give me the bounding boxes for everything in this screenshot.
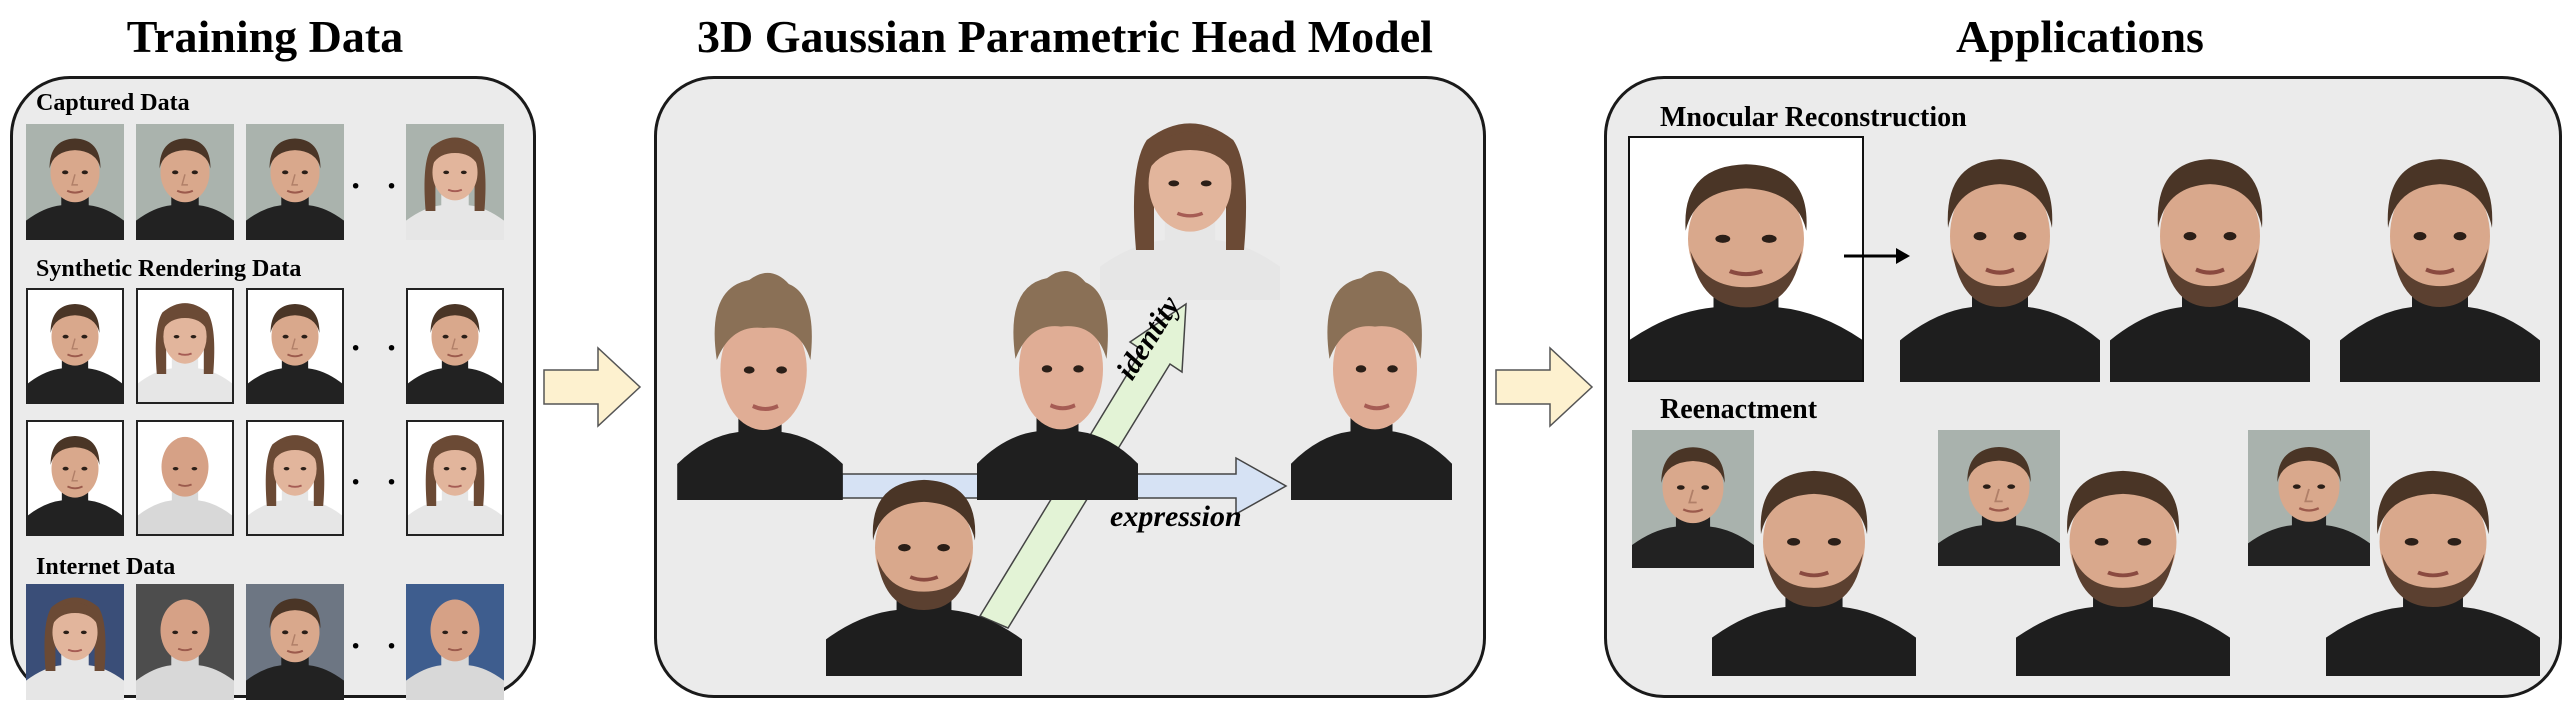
head-base [670,260,850,500]
captured-thumb-4 [406,124,504,240]
reenactment-driver-2 [1938,430,2060,566]
internet-data-label: Internet Data [36,554,176,580]
flow-arrow-2 [1495,346,1594,428]
synthetic-thumb-4 [406,288,504,404]
monocular-input-image [1628,136,1864,382]
captured-thumb-2 [136,124,234,240]
model-heading: 3D Gaussian Parametric Head Model [697,11,1433,62]
flow-arrow-1 [543,346,642,428]
synthetic-thumb-2 [136,288,234,404]
synthetic-thumb-1 [26,288,124,404]
training-data-heading: Training Data [126,11,404,62]
internet-thumb-1 [26,584,124,700]
synthetic-thumb-5 [26,420,124,536]
reenactment-label: Reenactment [1660,394,1818,425]
reenactment-result-3 [2326,446,2540,676]
reconstruction-view-2 [2110,132,2310,382]
head-bearded-glasses [826,456,1022,676]
internet-thumb-2 [136,584,234,700]
reconstruction-view-3 [2340,132,2540,382]
synthetic-thumb-7 [246,420,344,536]
reenactment-result-2 [2016,446,2230,676]
reconstruction-view-1 [1900,132,2100,382]
captured-thumb-1 [26,124,124,240]
reenactment-driver-1 [1632,430,1754,568]
synthetic-thumb-3 [246,288,344,404]
internet-thumb-4 [406,584,504,700]
captured-thumb-3 [246,124,344,240]
internet-thumb-3 [246,584,344,700]
synthetic-data-label: Synthetic Rendering Data [36,256,302,282]
monocular-arrow [1844,248,1910,264]
captured-data-label: Captured Data [36,90,190,116]
monocular-reconstruction-label: Mnocular Reconstruction [1660,102,1967,133]
applications-heading: Applications [1956,11,2204,62]
expression-label: expression [1110,500,1242,533]
head-expression-result [1284,258,1459,500]
reenactment-driver-3 [2248,430,2370,566]
reenactment-result-1 [1712,446,1916,676]
synthetic-thumb-6 [136,420,234,536]
synthetic-thumb-8 [406,420,504,536]
